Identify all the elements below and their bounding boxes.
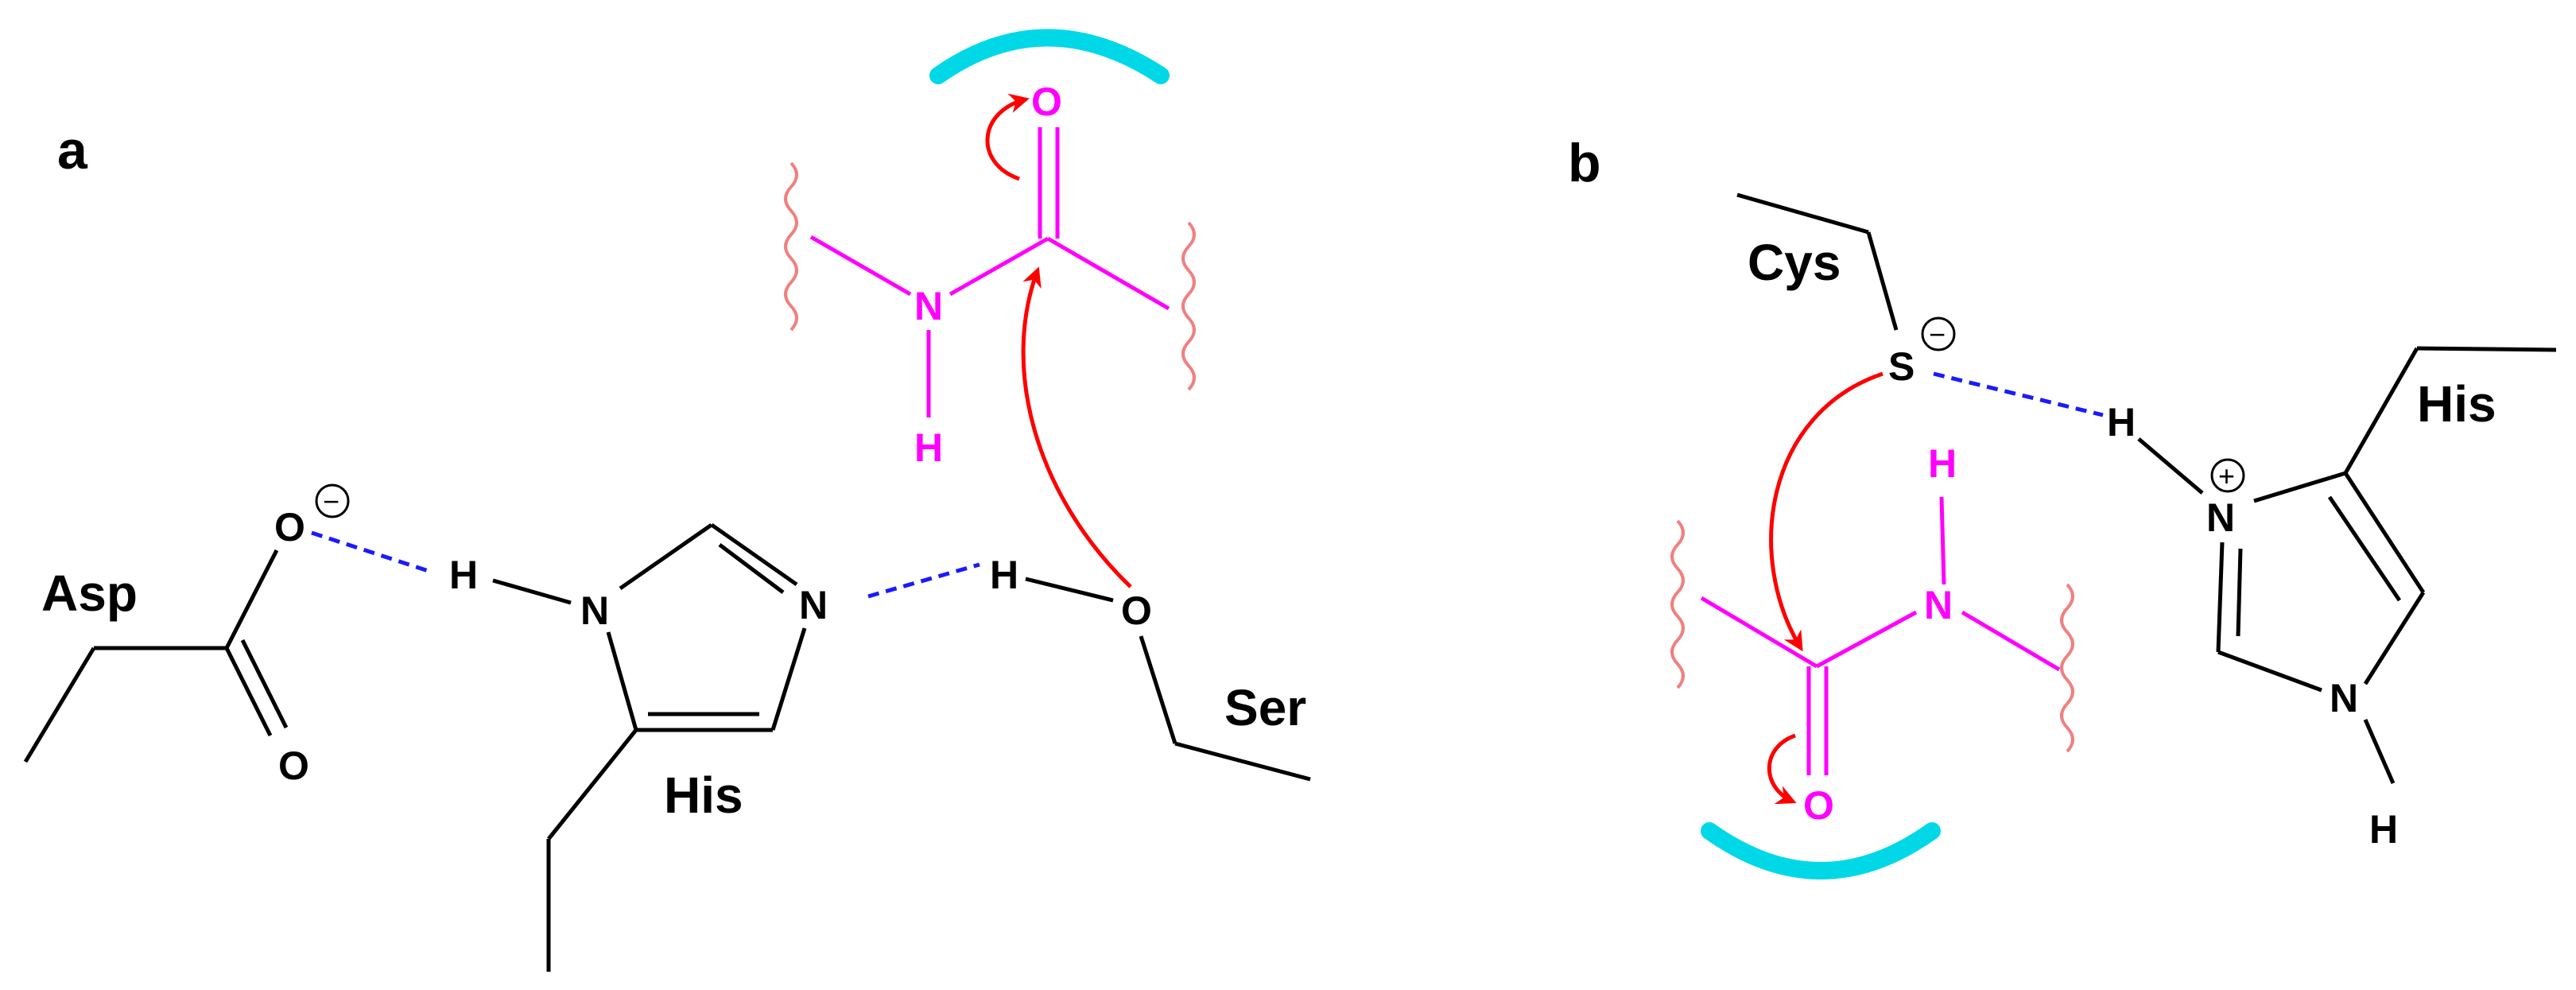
cys-residue — [1736, 192, 1899, 331]
his-hydrogen-bottom-b: H — [2369, 807, 2398, 852]
hbond-his-ser — [867, 562, 980, 599]
substrate-hydrogen-a: H — [914, 425, 943, 470]
his-nitrogen-1-a: N — [580, 588, 609, 633]
his-hydrogen-a: H — [449, 553, 478, 597]
cys-sulfur: S — [1888, 344, 1915, 389]
asp-oxygen: O — [278, 743, 309, 788]
arrow-carbonyl-to-oxygen-a — [985, 93, 1030, 181]
panel-a: a Asp O − O H — [23, 29, 1311, 972]
cys-negative-charge — [1921, 316, 1956, 351]
cys-label: Cys — [1748, 234, 1841, 291]
substrate-nitrogen-b: N — [1924, 583, 1953, 627]
his-nitrogen-plus-b: N — [2206, 495, 2235, 540]
arrow-cys-attack — [1769, 371, 1884, 652]
ser-residue — [1025, 577, 1311, 782]
asp-charge-sign: − — [323, 485, 339, 518]
his-residue-b — [2137, 346, 2557, 785]
panel-b-label: b — [1568, 133, 1601, 193]
his-label-a: His — [664, 767, 743, 824]
substrate-peptide-a — [809, 127, 1170, 417]
his-nitrogen-3-a: N — [799, 583, 828, 627]
asp-label-a: Asp — [41, 565, 138, 622]
wavy-bond-left-a — [784, 161, 798, 332]
substrate-hydrogen-b: H — [1928, 441, 1957, 486]
wavy-bond-right-a — [1181, 221, 1196, 391]
arrow-carbonyl-to-oxygen-b — [1767, 733, 1797, 805]
cys-charge-sign: − — [1929, 318, 1946, 351]
hbond-asp-his — [311, 530, 434, 575]
panel-b: b Cys S − H N + N — [1568, 133, 2557, 879]
ser-oxygen: O — [1121, 588, 1152, 633]
wavy-bond-right-b — [2060, 583, 2074, 753]
oxyanion-hole-arc-a — [929, 29, 1170, 84]
substrate-carbonyl-oxygen-b: O — [1803, 783, 1834, 828]
ser-label: Ser — [1224, 679, 1306, 736]
asp-negative-charge — [315, 483, 350, 518]
his-positive-charge — [2210, 458, 2245, 493]
his-label-b: His — [2417, 375, 2496, 433]
substrate-nitrogen-a: N — [914, 284, 943, 328]
oxyanion-hole-arc-b — [1701, 822, 1941, 879]
substrate-peptide-b — [1700, 496, 2061, 775]
arrow-ser-attack — [1021, 266, 1132, 588]
his-nitrogen-bottom-b: N — [2330, 676, 2358, 720]
wavy-bond-left-b — [1670, 519, 1685, 689]
ser-hydrogen: H — [990, 553, 1018, 597]
panel-a-label: a — [57, 120, 88, 181]
his-charge-sign: + — [2218, 460, 2235, 492]
his-hydrogen-top-b: H — [2107, 400, 2136, 445]
hbond-cys-his — [1933, 371, 2104, 417]
asp-residue-a — [23, 549, 289, 763]
his-residue-a — [492, 522, 807, 972]
asp-oxygen-anion: O — [274, 505, 305, 549]
substrate-carbonyl-oxygen-a: O — [1031, 80, 1062, 124]
